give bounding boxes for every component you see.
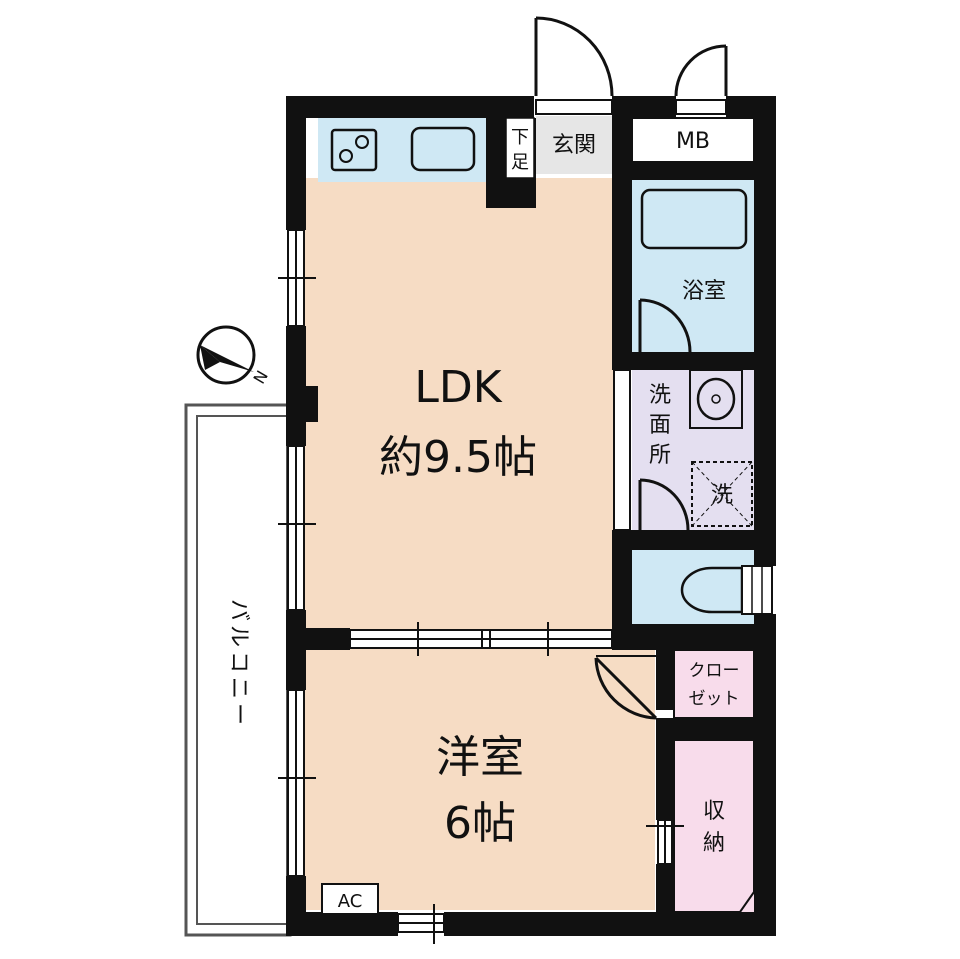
washroom-label-2: 面 (649, 413, 671, 438)
bathtub-icon (640, 188, 748, 250)
balcony-label: バ ル コ ニ ー (226, 599, 251, 725)
stove-icon (330, 128, 378, 172)
shoebox-label-2: 足 (511, 152, 529, 173)
balcony-inner (196, 415, 288, 925)
closet-label-2: ゼット (689, 689, 740, 709)
storage-label-2: 納 (703, 831, 725, 856)
closet-floor (674, 650, 754, 718)
storage-label-1: 収 (703, 799, 725, 824)
washroom-label-3: 所 (649, 443, 671, 468)
ac-box (321, 883, 379, 915)
balcony-label-5: ー (226, 703, 251, 725)
entrance-floor (536, 116, 612, 174)
sliding-door-ldk (349, 622, 613, 656)
sliding-door-storage (646, 740, 684, 912)
walls (286, 96, 776, 936)
ldk-name: LDK (414, 362, 502, 413)
closet-label-1: クロー (689, 661, 740, 681)
entrance-label: 玄関 (552, 133, 596, 158)
storage-floor (674, 740, 754, 912)
shoebox-label: 下 足 (505, 117, 535, 179)
storage-outline (673, 739, 755, 913)
balcony-label-2: ル (226, 625, 251, 647)
closet-outline (673, 649, 755, 719)
washroom-label-1: 洗 (649, 383, 671, 408)
western-room-name: 洋室 (436, 732, 524, 783)
sliding-door-washroom (613, 369, 631, 531)
doors (534, 16, 728, 720)
kitchen-sink-icon (410, 126, 476, 172)
shoebox-label-1: 下 (511, 127, 529, 148)
washer-label: 洗 (711, 483, 733, 508)
compass-north-label: N (249, 367, 271, 387)
windows (278, 229, 445, 944)
balcony-label-3: コ (226, 651, 251, 673)
bathroom-label: 浴室 (682, 279, 726, 304)
compass-icon (196, 325, 256, 385)
western-room-size: 6帖 (444, 798, 516, 849)
western-room-floor (305, 648, 655, 910)
balcony-label-4: ニ (226, 677, 251, 699)
balcony-label-1: バ (226, 599, 251, 621)
ac-label: AC (338, 891, 363, 912)
toilet-icon (680, 565, 773, 615)
washing-machine-pan-icon (691, 461, 753, 527)
ldk-size: 約9.5帖 (379, 432, 537, 483)
wash-basin-icon (689, 369, 743, 429)
ldk-floor (305, 178, 613, 630)
mb-label: MB (676, 129, 710, 154)
mb-box (631, 117, 755, 163)
